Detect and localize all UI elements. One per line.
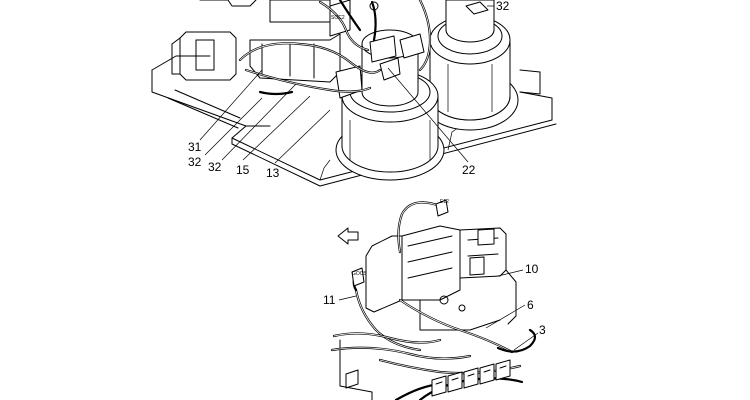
lower-tag-b: GOC5 bbox=[352, 271, 366, 277]
callout-22: 22 bbox=[462, 163, 476, 177]
lower-valve-body bbox=[339, 225, 517, 400]
callout-15: 15 bbox=[236, 163, 250, 177]
callout-32-mid: 32 bbox=[208, 160, 222, 174]
solenoid-cluster bbox=[431, 359, 511, 397]
upper-tag-label: SOC2 bbox=[331, 15, 345, 21]
lower-leader-lines bbox=[338, 269, 539, 351]
callout-6: 6 bbox=[527, 298, 534, 312]
right-motor bbox=[421, 0, 519, 131]
callout-10: 10 bbox=[525, 262, 539, 276]
callout-3: 3 bbox=[539, 323, 546, 337]
lower-assembly: E12 GOC5 10 6 11 3 bbox=[323, 199, 546, 400]
callout-13: 13 bbox=[266, 166, 280, 180]
upper-hoses bbox=[238, 0, 489, 96]
callout-11: 11 bbox=[323, 293, 336, 307]
callout-31: 31 bbox=[188, 140, 202, 154]
lower-fittings bbox=[351, 199, 466, 312]
lower-tag-a: E12 bbox=[440, 199, 449, 205]
front-direction-arrow-icon bbox=[337, 227, 359, 245]
upper-leader-lines bbox=[199, 5, 494, 164]
upper-assembly: SOC2 32 31 32 32 15 13 22 bbox=[151, 0, 557, 187]
callout-32-top: 32 bbox=[496, 0, 510, 13]
callout-32-left: 32 bbox=[188, 155, 202, 169]
